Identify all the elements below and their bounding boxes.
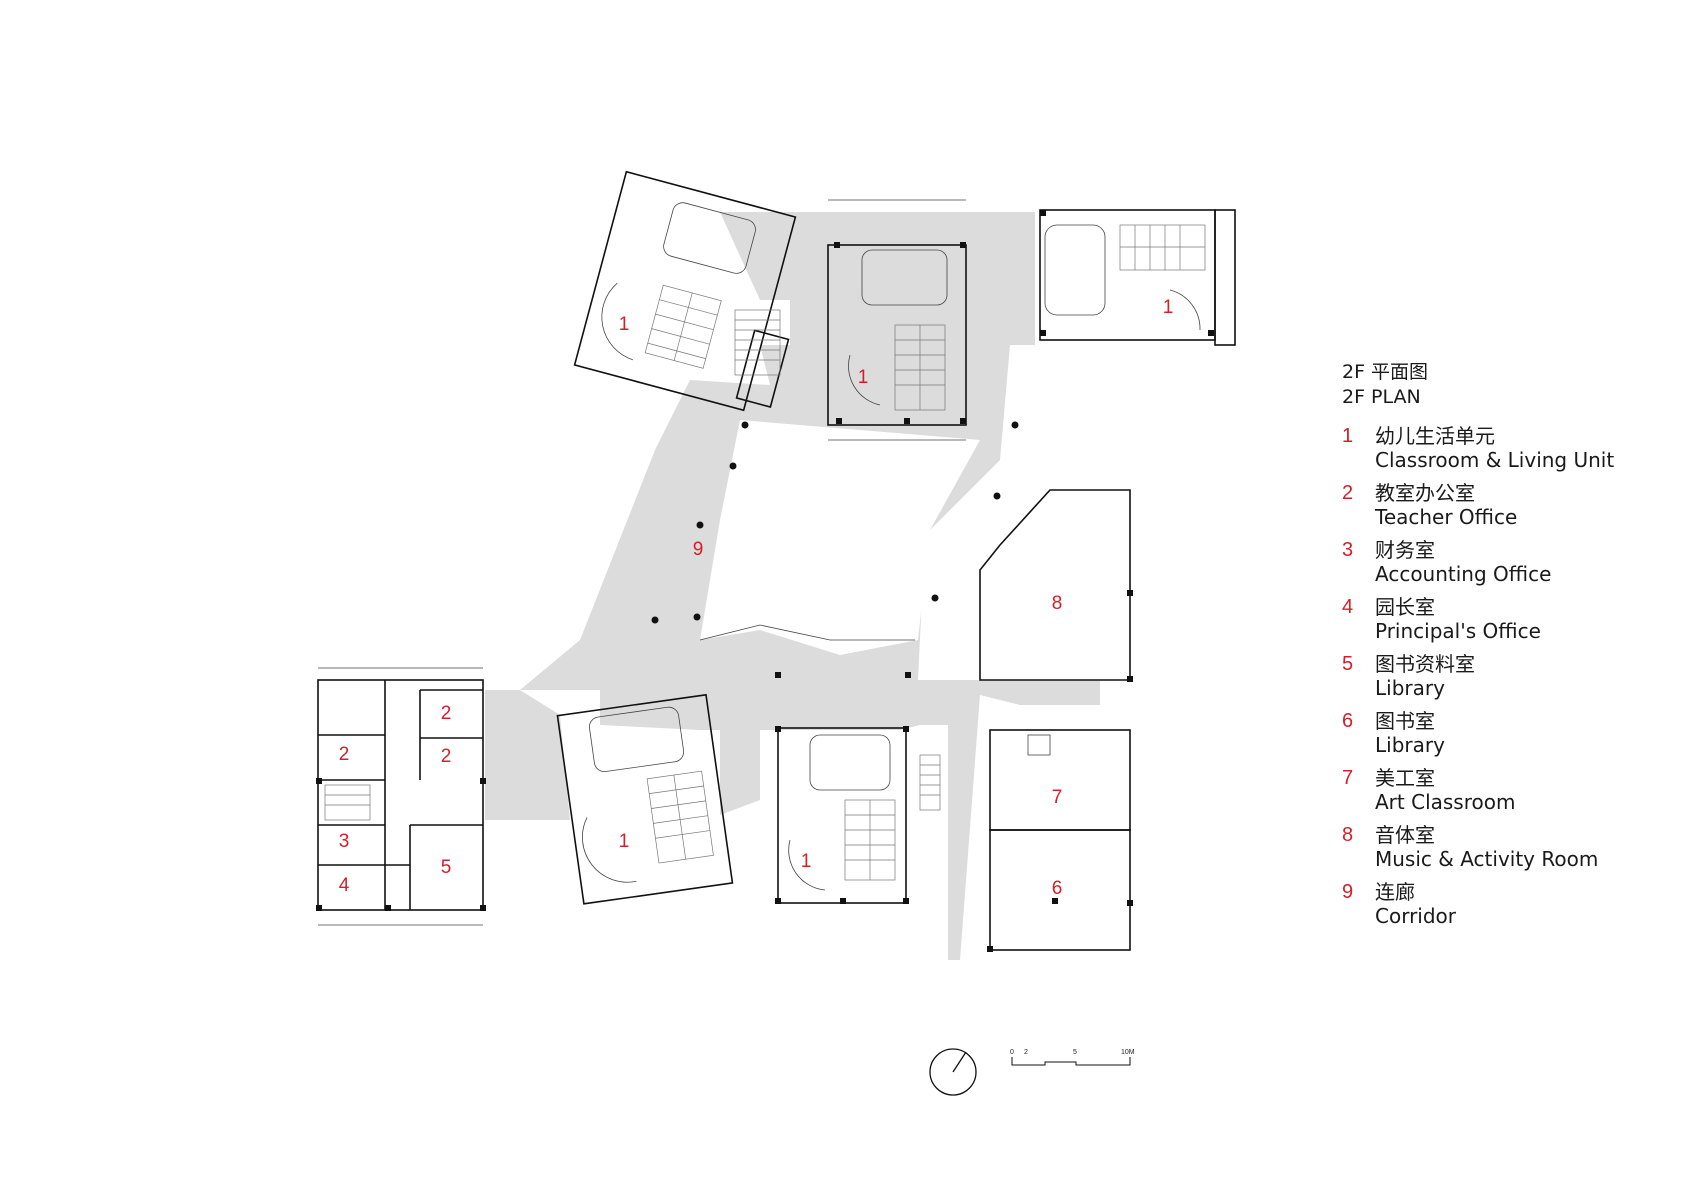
- north-arrow: [929, 1048, 977, 1096]
- legend-number: 5: [1342, 653, 1354, 675]
- classroom-unit-top-left: [573, 170, 797, 412]
- legend-label-cn: 教室办公室: [1375, 481, 1475, 505]
- legend-label-en: Corridor: [1375, 904, 1457, 928]
- legend-label-en: Principal's Office: [1375, 619, 1541, 643]
- legend-label-cn: 图书资料室: [1375, 652, 1475, 676]
- room-label: 5: [441, 857, 452, 878]
- stair-bottom: [919, 754, 941, 811]
- room-6-library: [989, 829, 1131, 951]
- legend-number: 6: [1342, 710, 1354, 732]
- legend-label-cn: 音体室: [1375, 823, 1435, 847]
- legend-number: 1: [1342, 425, 1354, 447]
- legend-label-cn: 财务室: [1375, 538, 1435, 562]
- courtyard-edge: [699, 624, 915, 641]
- room-label: 1: [619, 831, 630, 852]
- room-label: 1: [858, 367, 869, 388]
- legend-label-en: Art Classroom: [1375, 790, 1516, 814]
- room-label: 9: [693, 539, 704, 560]
- legend-number: 2: [1342, 482, 1354, 504]
- room-7-art: [989, 729, 1131, 831]
- plan-title: 2F 平面图 2F PLAN: [1342, 360, 1682, 410]
- legend-label-en: Library: [1375, 733, 1445, 757]
- legend-number: 9: [1342, 881, 1354, 903]
- office-block: [317, 667, 484, 926]
- scale-tick-2: 2: [1024, 1049, 1028, 1056]
- structural-columns: [316, 210, 1214, 952]
- room-labels: 1 1 1 1 1 2 2 2 3 4 5 6 7 8 9: [339, 297, 1174, 899]
- plan-title-cn: 2F 平面图: [1342, 361, 1429, 383]
- legend-label-en: Library: [1375, 676, 1445, 700]
- legend-label-en: Music & Activity Room: [1375, 847, 1599, 871]
- legend-number: 8: [1342, 824, 1354, 846]
- room-label: 4: [339, 875, 350, 896]
- room-label: 8: [1052, 593, 1063, 614]
- legend-label-cn: 连廊: [1375, 880, 1415, 904]
- legend-number: 4: [1342, 596, 1354, 618]
- room-label: 1: [619, 314, 630, 335]
- classroom-unit-top-center: [827, 199, 967, 441]
- scale-tick-0: 0: [1010, 1049, 1014, 1056]
- legend-label-cn: 幼儿生活单元: [1375, 424, 1495, 448]
- room-label: 2: [441, 746, 452, 767]
- room-label: 6: [1052, 878, 1063, 899]
- legend-label-cn: 美工室: [1375, 766, 1435, 790]
- legend-label-en: Accounting Office: [1375, 562, 1552, 586]
- legend-number: 3: [1342, 539, 1354, 561]
- scale-bar: 0 2 5 10M: [1010, 1049, 1135, 1066]
- scale-tick-5: 5: [1073, 1049, 1077, 1056]
- stair-top: [734, 309, 781, 376]
- legend-label-cn: 园长室: [1375, 595, 1435, 619]
- room-8-music-activity: [979, 489, 1131, 681]
- room-label: 3: [339, 831, 350, 852]
- room-label: 7: [1052, 787, 1063, 808]
- classroom-unit-bottom-center: [777, 727, 907, 904]
- classroom-unit-top-right: [1039, 209, 1236, 346]
- room-label: 2: [339, 744, 350, 765]
- room-label: 1: [801, 851, 812, 872]
- scale-tick-10m: 10M: [1121, 1049, 1135, 1056]
- room-label: 2: [441, 703, 452, 724]
- room-label: 1: [1163, 297, 1174, 318]
- legend-number: 7: [1342, 767, 1354, 789]
- classroom-unit-bottom-left: [556, 693, 734, 905]
- legend-label-en: Classroom & Living Unit: [1375, 448, 1615, 472]
- plan-title-en: 2F PLAN: [1342, 386, 1421, 408]
- legend-label-en: Teacher Office: [1375, 505, 1518, 529]
- corridor-floor: [485, 212, 1100, 960]
- legend-label-cn: 图书室: [1375, 709, 1435, 733]
